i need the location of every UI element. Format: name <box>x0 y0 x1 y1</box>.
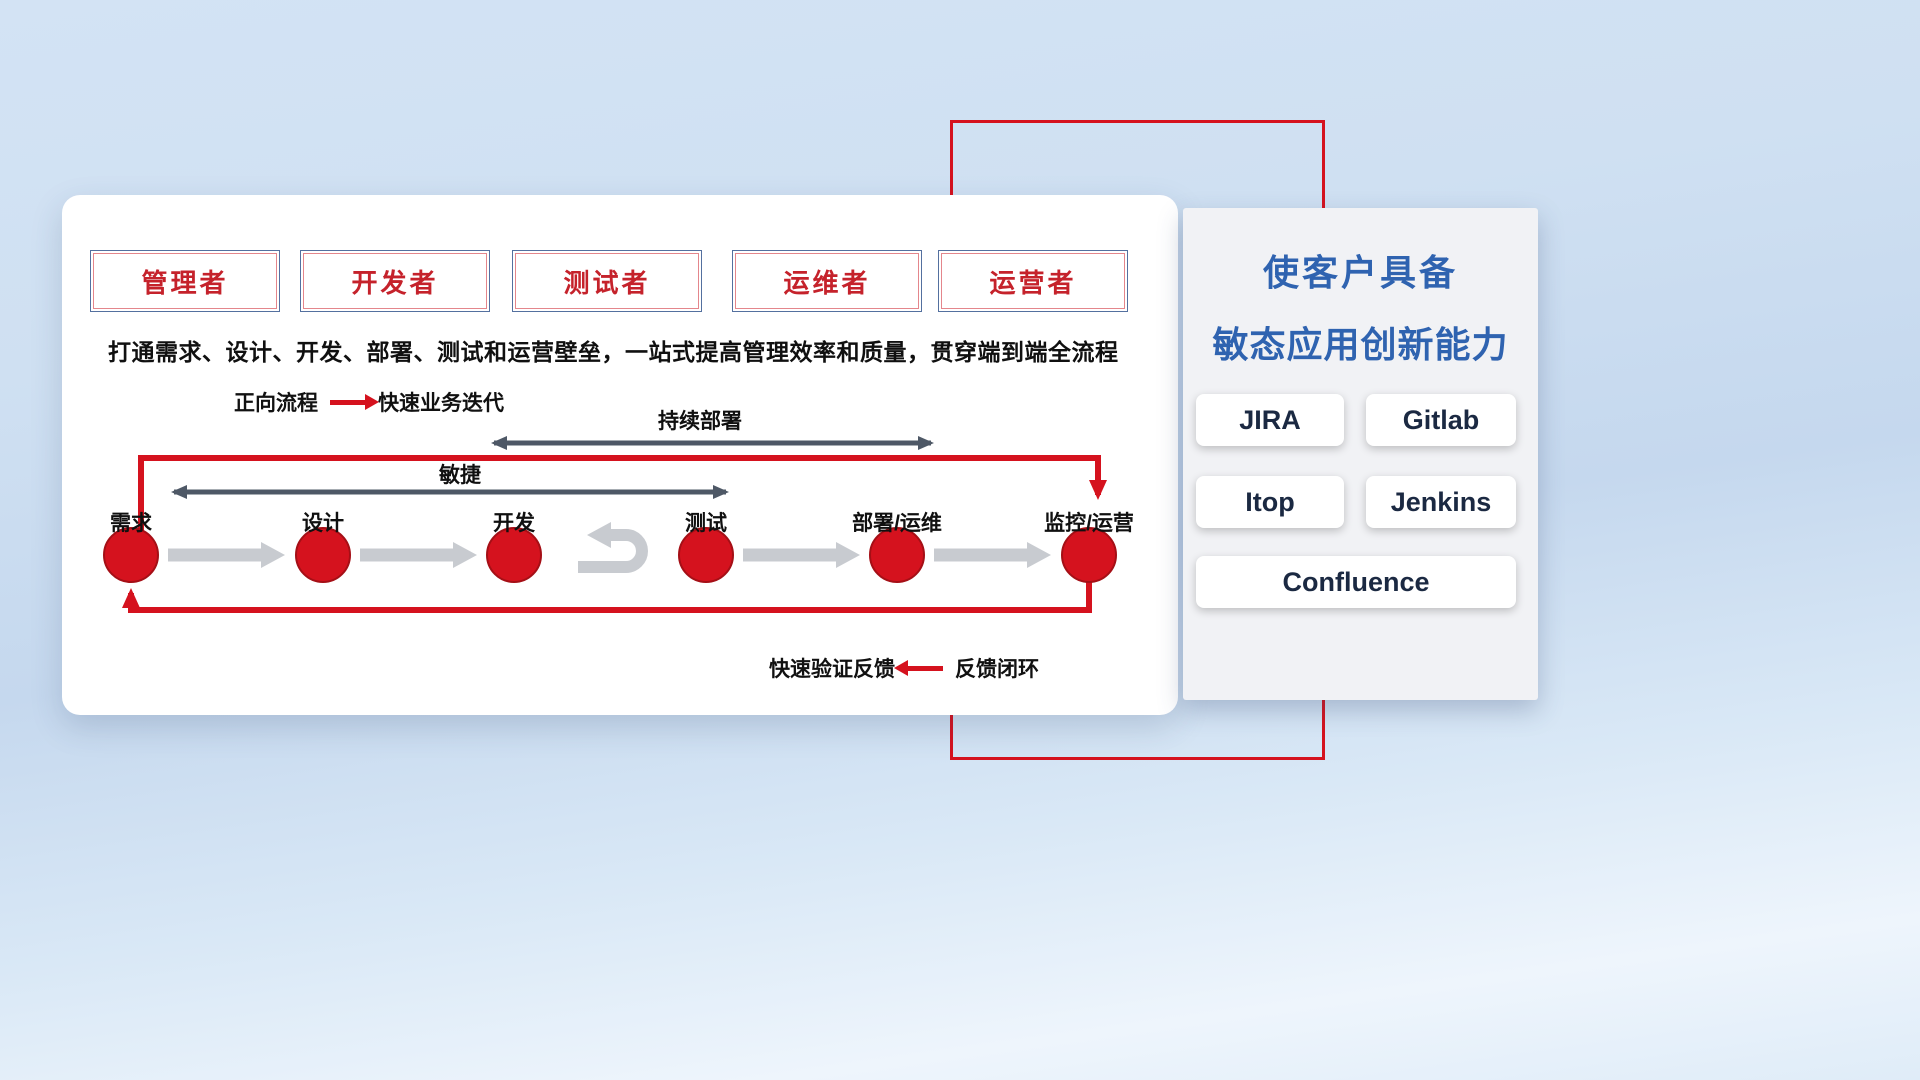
legend-feedback: 快速验证反馈 反馈闭环 <box>769 653 1039 683</box>
agile-label: 敏捷 <box>439 464 481 487</box>
role-box-manager: 管理者 <box>90 250 280 312</box>
panel-title-line1: 使客户具备 <box>1262 252 1458 293</box>
role-box-developer: 开发者 <box>300 250 490 312</box>
role-label: 测试者 <box>563 267 651 298</box>
legend-feedback-desc: 快速验证反馈 <box>769 658 895 681</box>
role-label: 开发者 <box>351 267 439 298</box>
tool-chip-confluence: Confluence <box>1196 556 1516 608</box>
tool-chip-jenkins: Jenkins <box>1366 476 1516 528</box>
stage-label-develop: 开发 <box>493 512 535 535</box>
role-label: 运营者 <box>989 267 1077 298</box>
legend-forward: 正向流程 快速业务迭代 <box>234 387 504 417</box>
continuous-deployment-label: 持续部署 <box>658 410 742 433</box>
stage-label-requirements: 需求 <box>110 512 152 535</box>
role-label: 管理者 <box>141 267 229 298</box>
card-subtitle: 打通需求、设计、开发、部署、测试和运营壁垒，一站式提高管理效率和质量，贯穿端到端… <box>108 339 1119 365</box>
stage-label-deploy-ops: 部署/运维 <box>852 512 942 535</box>
tool-chip-jira: JIRA <box>1196 394 1344 446</box>
stage-label-monitor-operate: 监控/运营 <box>1044 512 1134 535</box>
role-box-ops: 运维者 <box>732 250 922 312</box>
role-box-tester: 测试者 <box>512 250 702 312</box>
legend-forward-label: 正向流程 <box>234 392 318 415</box>
legend-forward-desc: 快速业务迭代 <box>378 392 504 415</box>
iteration-loop-icon <box>578 522 648 573</box>
red-right-arrow-icon <box>330 394 379 410</box>
devops-flow-card: 管理者 开发者 测试者 运维者 运营者 打通需求、设计、开发、部署、测试和运营壁… <box>62 195 1178 715</box>
feedback-loop-line <box>122 581 1092 613</box>
stage-label-test: 测试 <box>685 512 727 535</box>
stage-label-design: 设计 <box>302 512 344 535</box>
legend-feedback-label: 反馈闭环 <box>955 658 1039 681</box>
role-label: 运维者 <box>783 267 871 298</box>
tool-chip-gitlab: Gitlab <box>1366 394 1516 446</box>
tool-chip-itop: Itop <box>1196 476 1344 528</box>
capability-panel: 使客户具备 敏态应用创新能力 JIRA Gitlab Itop Jenkins … <box>1183 208 1538 700</box>
red-left-arrow-icon <box>894 660 943 676</box>
panel-title-line2: 敏态应用创新能力 <box>1212 324 1509 365</box>
role-box-operator: 运营者 <box>938 250 1128 312</box>
